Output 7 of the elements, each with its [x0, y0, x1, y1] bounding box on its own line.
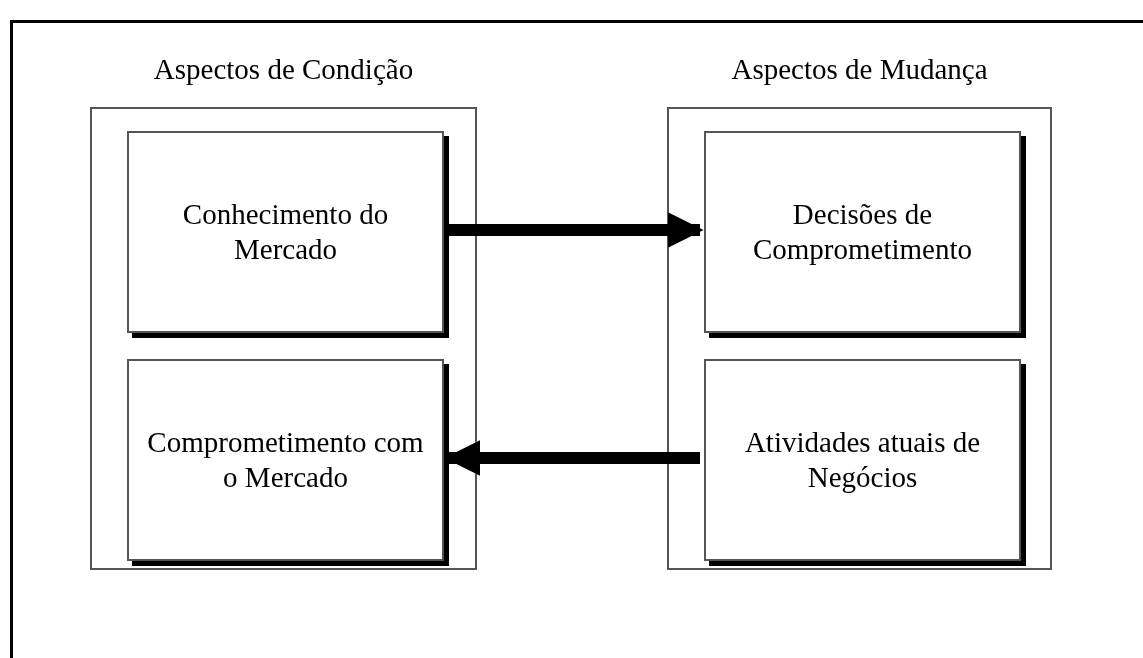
- arrow: [448, 212, 704, 248]
- box-text: Atividades atuais de Negócios: [743, 425, 982, 495]
- group-heading: Aspectos de Mudança: [730, 53, 989, 86]
- box-text: Comprometimento com o Mercado: [146, 425, 425, 495]
- group-heading: Aspectos de Condição: [152, 53, 415, 86]
- box-text: Decisões de Comprometimento: [751, 197, 974, 267]
- box-text: Conhecimento do Mercado: [181, 197, 390, 267]
